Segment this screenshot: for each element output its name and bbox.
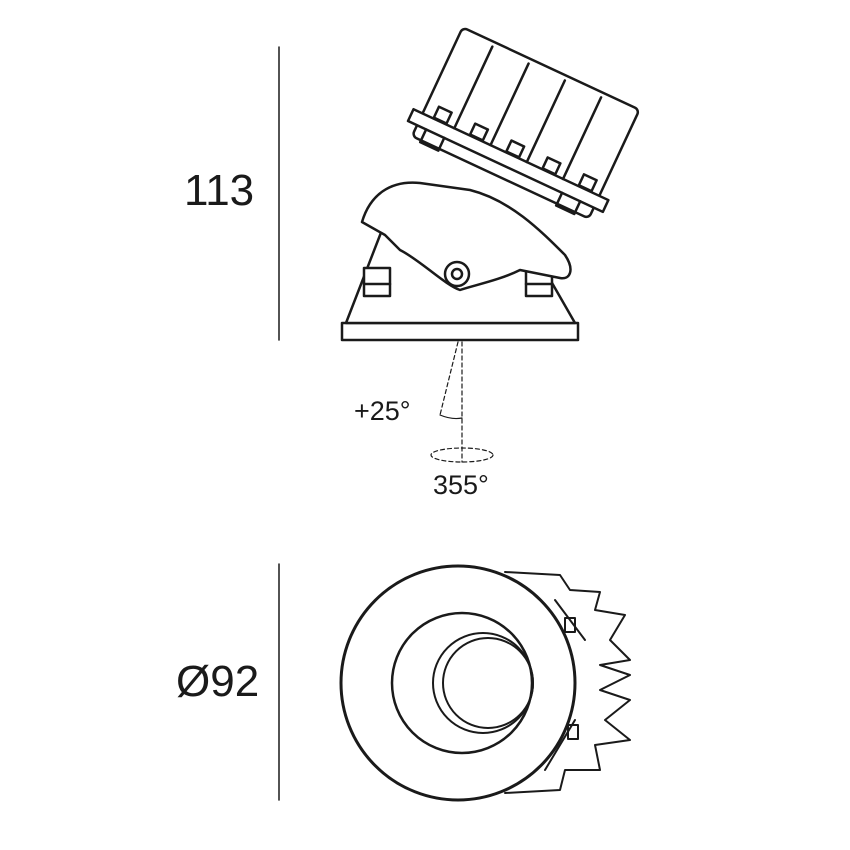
side-view [340, 27, 640, 342]
front-view [339, 564, 631, 802]
heatsink-head [406, 27, 640, 219]
clip-left [362, 266, 392, 298]
trim-plate [340, 321, 580, 342]
outer-trim-ring [339, 564, 577, 802]
lens-inner [442, 637, 534, 729]
height-dimension-label: 113 [184, 166, 255, 215]
rotation-angle-label: 355° [433, 470, 489, 500]
diameter-dimension-label: Ø92 [176, 657, 260, 706]
tilt-indicator [430, 341, 494, 463]
tilt-angle-label: +25° [354, 396, 411, 426]
rotation-indicator [430, 447, 494, 463]
pivot-screw [443, 260, 471, 288]
